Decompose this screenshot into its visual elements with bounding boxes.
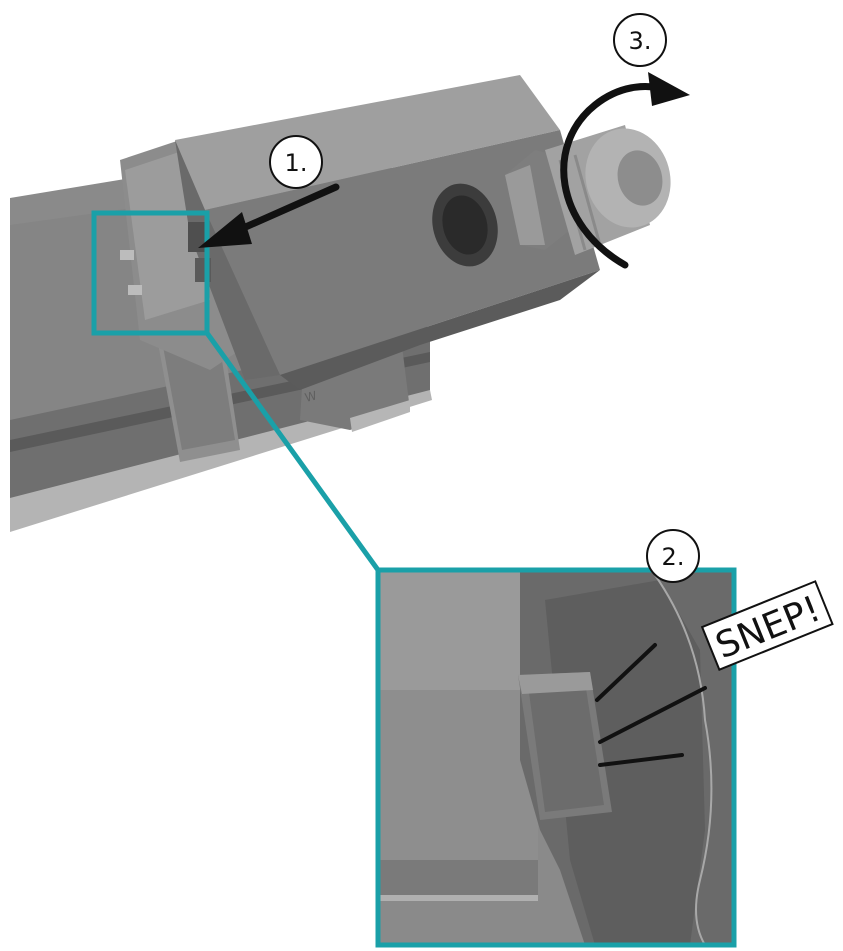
inset-latch-face [528,682,604,812]
arrow-rotate-icon [560,72,690,269]
inset-tube-top [378,570,538,690]
step-label-2: 2. [646,529,700,583]
inset-frame [375,567,737,948]
step-badge-1 [269,135,323,189]
step-number-3: 3. [629,27,652,55]
gland-cap-inner [617,150,663,206]
cable-port-inner [442,195,488,255]
actuator-profile-edge [10,390,432,532]
inset-tube-bottom [378,900,538,945]
gland-rib [573,154,602,246]
step-label-1: 1. [269,135,323,189]
inset-tube-lower [378,860,538,900]
snap-callout-box [700,580,834,672]
step-label-3: 3. [613,13,667,67]
detail-inset [375,567,737,948]
step-number-1: 1. [285,149,308,177]
motor-housing-side [175,140,280,380]
mounting-bracket-face [350,400,410,432]
step-number-2: 2. [662,543,685,571]
motor-housing-top [175,75,560,210]
latch-slot [188,222,206,252]
inset-cap-contour [654,574,713,945]
zoom-leader-line [204,331,381,572]
inset-latch-light [518,672,593,694]
step-badge-3 [613,13,667,67]
actuator-device: W [10,75,671,532]
gland-hex-face [505,165,545,245]
latch-tab [120,250,134,260]
motor-housing-bottom [280,270,600,390]
step-badge-2 [646,529,700,583]
motor-housing-front [205,130,600,375]
snap-burst-icon [595,643,707,767]
cable-gland [505,125,671,255]
detail-highlight-box [91,210,210,336]
bracket-marking: W [303,388,318,404]
inset-tube-edge [378,895,538,901]
arrow-push-icon [198,183,340,248]
latch-tab [128,285,142,295]
inset-tube-mid [378,690,538,860]
